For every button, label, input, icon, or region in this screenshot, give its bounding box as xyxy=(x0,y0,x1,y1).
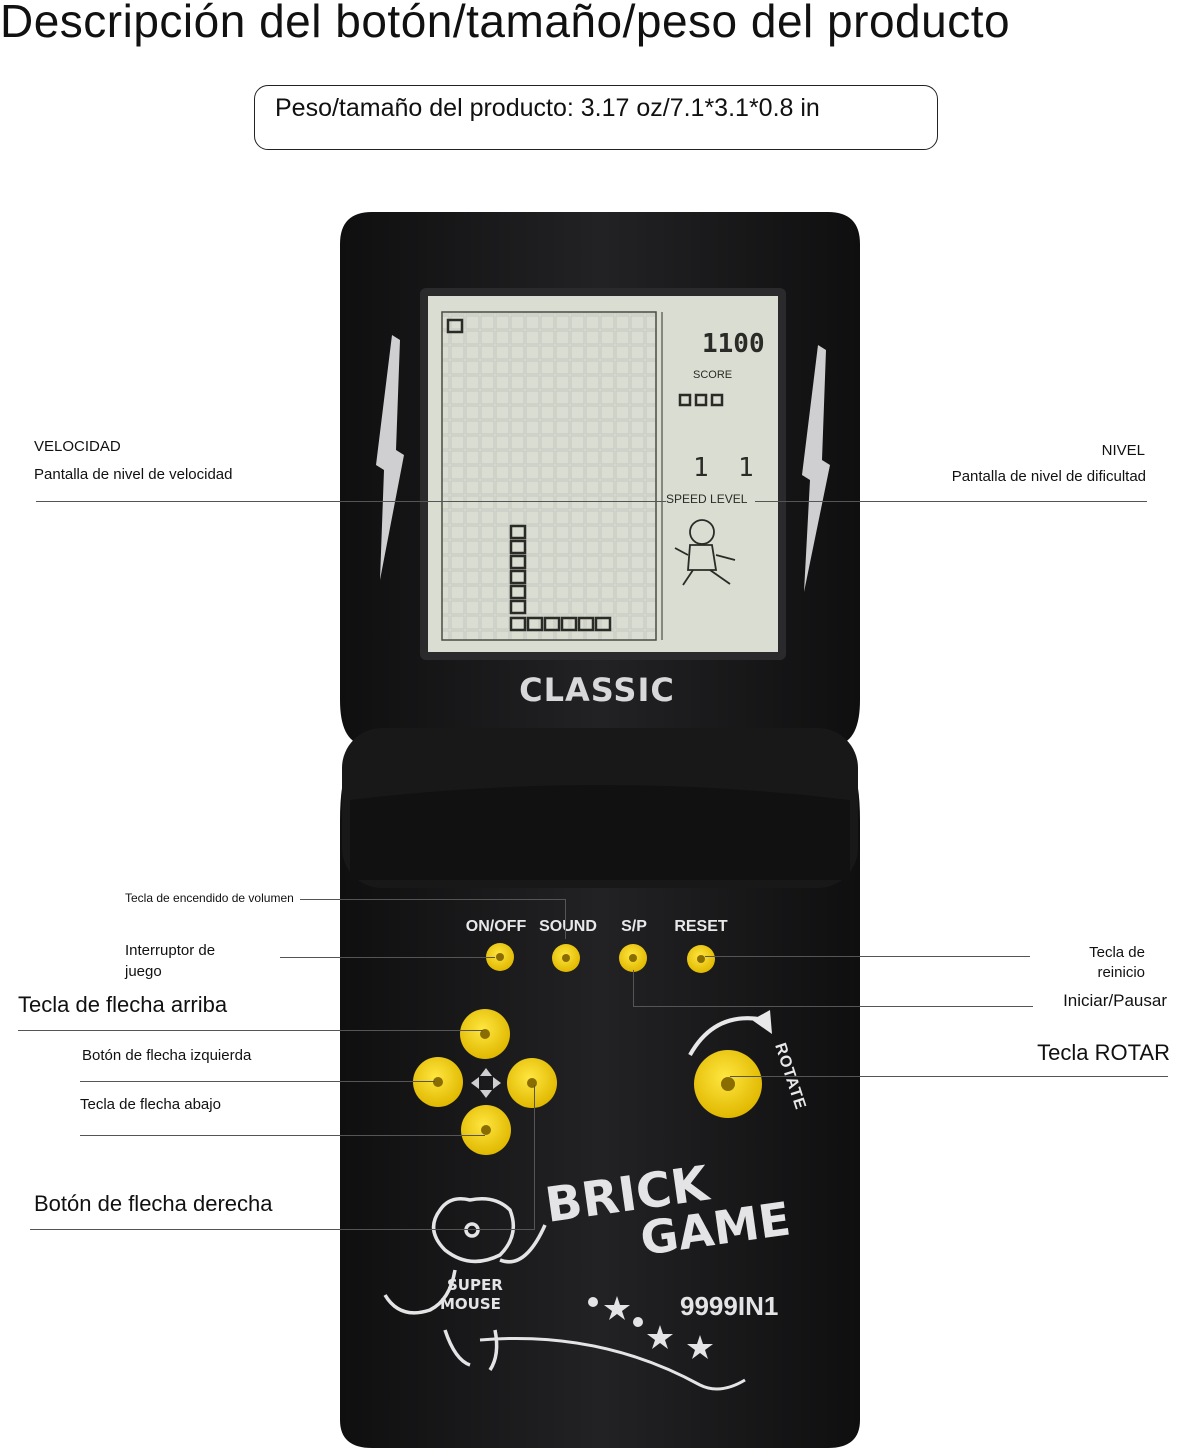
tetris-blocks xyxy=(446,318,724,632)
arriba-label: Tecla de flecha arriba xyxy=(18,992,228,1017)
izquierda-line xyxy=(80,1081,435,1082)
spec-text: Peso/tamaño del producto: 3.17 oz/7.1*3.… xyxy=(275,94,820,122)
nivel-title: NIVEL xyxy=(1101,442,1145,459)
volumen-label: Tecla de encendido de volumen xyxy=(125,891,294,905)
mascot-mouse-icon xyxy=(383,1197,547,1371)
abajo-label: Tecla de flecha abajo xyxy=(80,1096,221,1113)
lcd-level-digit: 1 xyxy=(738,453,754,483)
onoff-label: ON/OFF xyxy=(466,918,527,935)
velocidad-line xyxy=(36,501,666,502)
sound-label: SOUND xyxy=(539,918,597,935)
left-bolt-icon xyxy=(376,335,404,580)
velocidad-desc: Pantalla de nivel de velocidad xyxy=(34,466,233,483)
mascot-mouse: MOUSE xyxy=(440,1295,501,1313)
lcd-playfield xyxy=(441,311,657,641)
pausar-line xyxy=(633,1006,1033,1007)
volumen-line xyxy=(300,899,565,900)
reset-label: RESET xyxy=(674,918,728,935)
reinicio-label-1: Tecla de xyxy=(1089,944,1145,961)
lcd-score-label: SCORE xyxy=(693,369,732,381)
dpad-center-icon xyxy=(471,1068,501,1098)
pausar-label: Iniciar/Pausar xyxy=(1063,991,1167,1010)
derecha-line-v xyxy=(534,1085,535,1230)
interruptor-label-1: Interruptor de xyxy=(125,942,216,959)
lcd-kid-icon xyxy=(674,519,736,586)
device-hinge-shadow xyxy=(350,785,850,880)
rotar-label: Tecla ROTAR xyxy=(1037,1040,1170,1065)
mascot-super: SUPER xyxy=(447,1276,503,1294)
model-label: 9999IN1 xyxy=(680,1291,778,1321)
izquierda-label: Botón de flecha izquierda xyxy=(82,1047,252,1064)
pausar-line-v xyxy=(633,970,634,1006)
swoosh-decoration xyxy=(479,1337,746,1391)
reinicio-label-2: reinicio xyxy=(1097,964,1145,981)
nivel-line xyxy=(755,501,1147,502)
rotar-line xyxy=(730,1076,1168,1077)
reinicio-line xyxy=(705,956,1030,957)
lcd-score-digits: 1100 xyxy=(702,329,765,359)
sp-label: S/P xyxy=(621,918,647,935)
derecha-line xyxy=(30,1229,535,1230)
spec-box: Peso/tamaño del producto: 3.17 oz/7.1*3.… xyxy=(254,85,938,150)
abajo-line xyxy=(80,1135,485,1136)
volumen-line-v xyxy=(565,899,566,939)
interruptor-label-2: juego xyxy=(125,963,162,980)
page-heading: Descripción del botón/tamaño/peso del pr… xyxy=(0,0,1011,47)
derecha-label: Botón de flecha derecha xyxy=(34,1191,273,1216)
lcd-speed-level: SPEED LEVEL xyxy=(666,492,748,506)
stars-decoration xyxy=(588,1296,713,1359)
right-bolt-icon xyxy=(802,345,830,592)
interruptor-line xyxy=(280,957,495,958)
brand-label: CLASSIC xyxy=(519,671,675,709)
nivel-desc: Pantalla de nivel de dificultad xyxy=(951,468,1146,485)
lcd-speed-digit: 1 xyxy=(693,453,709,483)
arriba-line xyxy=(18,1030,483,1031)
velocidad-title: VELOCIDAD xyxy=(34,438,121,455)
